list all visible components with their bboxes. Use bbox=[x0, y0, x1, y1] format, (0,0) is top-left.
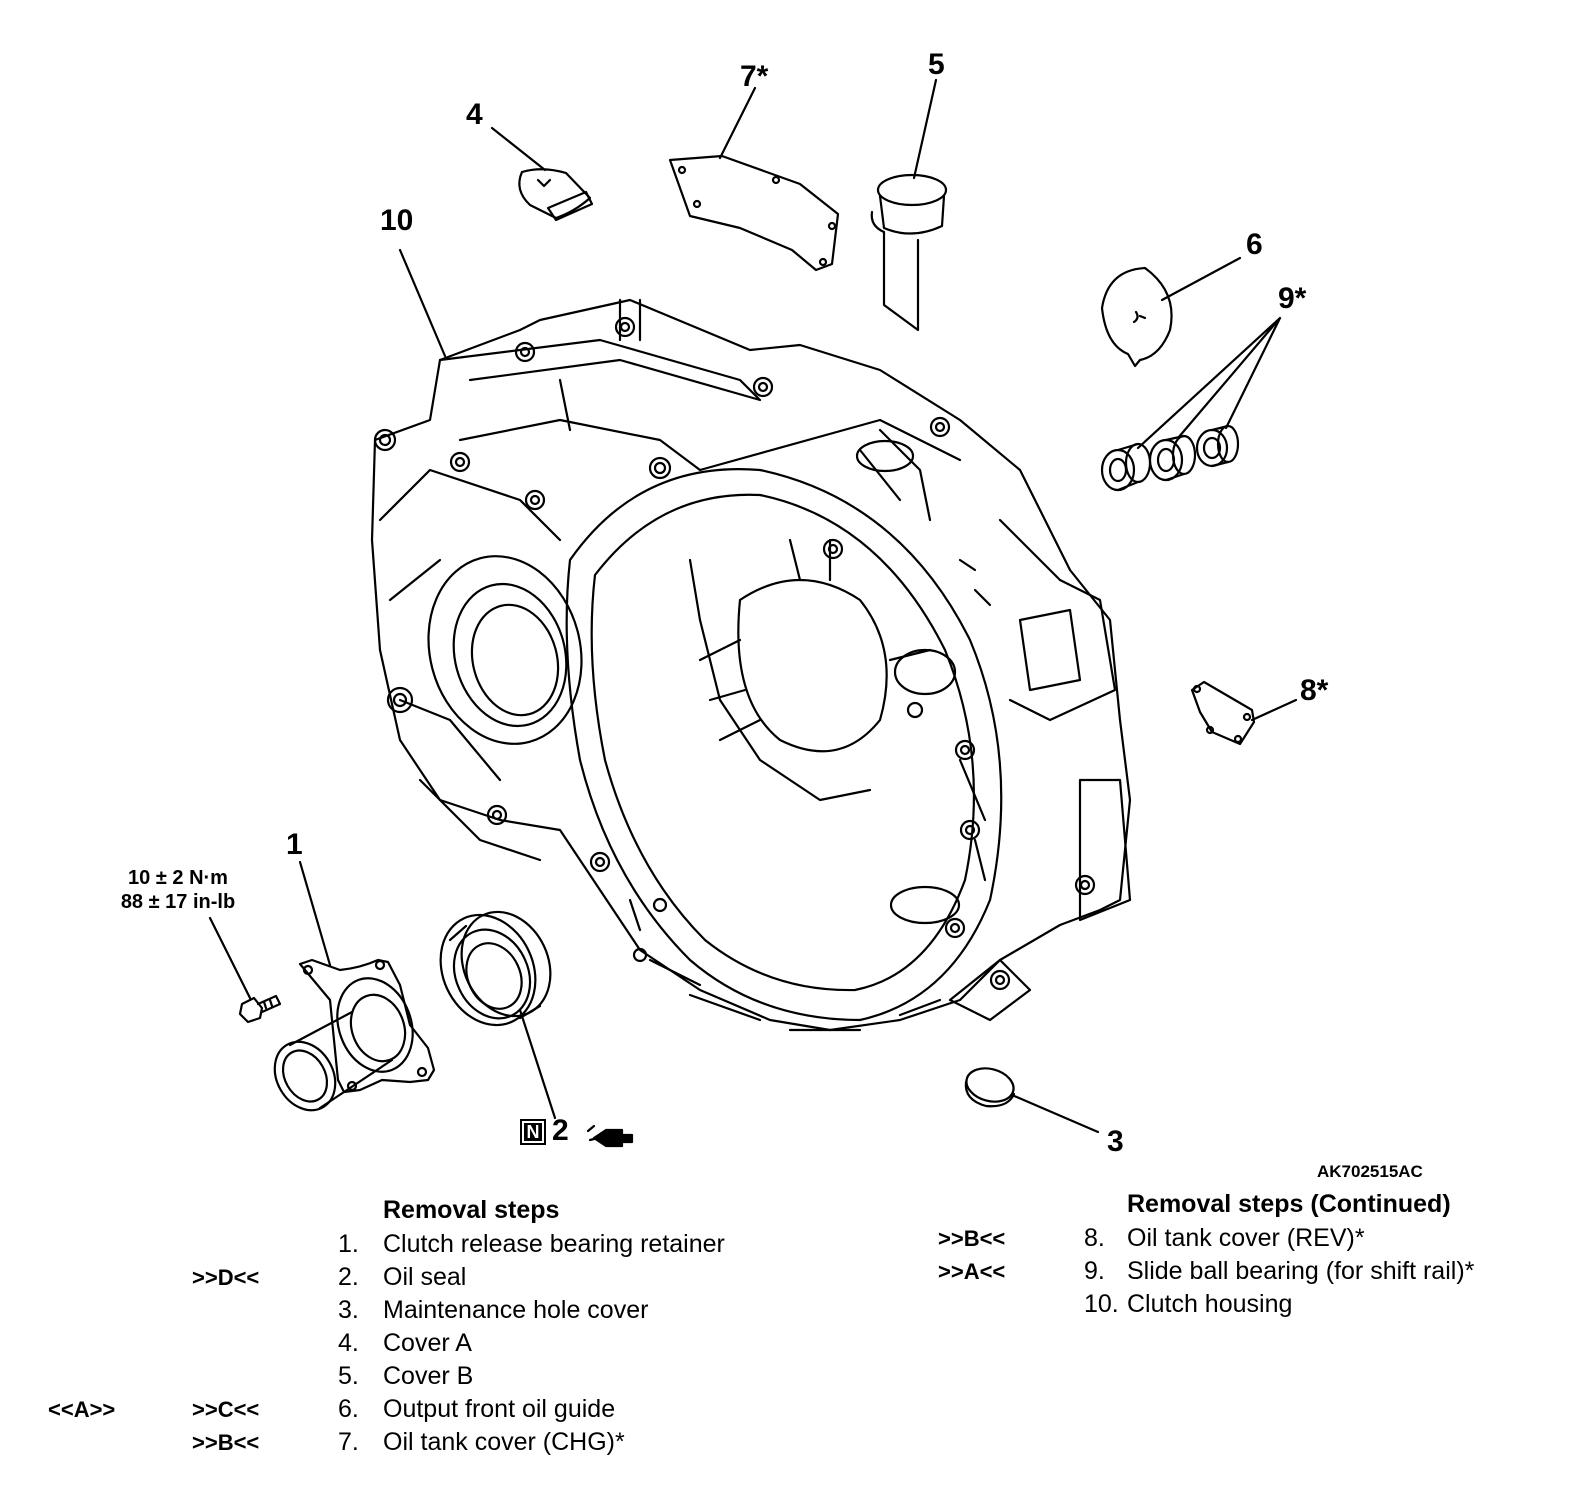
step-number: 9. bbox=[1084, 1257, 1105, 1285]
step-row: >>A<< 9. Slide ball bearing (for shift rai… bbox=[0, 1255, 1584, 1288]
step-row: 10. Clutch housing bbox=[0, 1288, 1584, 1321]
clutch-housing bbox=[370, 298, 1132, 1032]
step-text: Slide ball bearing (for shift rail)* bbox=[1127, 1257, 1475, 1285]
step-text: Clutch release bearing retainer bbox=[383, 1230, 725, 1258]
torque-metric: 10 ± 2 N·m bbox=[128, 867, 228, 889]
install-ref-code: >>B<< bbox=[192, 1430, 260, 1455]
step-number: 2. bbox=[338, 1263, 359, 1291]
step-number: 8. bbox=[1084, 1224, 1105, 1252]
step-number: 10. bbox=[1084, 1290, 1119, 1318]
step-text: Cover A bbox=[383, 1329, 472, 1357]
removal-ref-code: <<A>> bbox=[48, 1397, 116, 1422]
exploded-view-diagram bbox=[208, 78, 1298, 1148]
retainer-bolt bbox=[238, 994, 282, 1024]
clutch-release-bearing-retainer bbox=[273, 958, 436, 1112]
step-number: 6. bbox=[338, 1395, 359, 1423]
oil-seal bbox=[439, 910, 552, 1027]
torque-imperial: 88 ± 17 in-lb bbox=[120, 891, 236, 913]
step-text: Oil tank cover (REV)* bbox=[1127, 1224, 1365, 1252]
step-row: 5. Cover B bbox=[0, 1360, 800, 1393]
step-text: Cover B bbox=[383, 1362, 474, 1390]
slide-ball-bearings bbox=[1100, 424, 1240, 492]
step-row: 1. Clutch release bearing retainer bbox=[0, 1228, 800, 1261]
step-number: 3. bbox=[338, 1296, 359, 1324]
steps-right-heading: Removal steps (Continued) bbox=[1127, 1190, 1451, 1218]
step-row: >>B<< 8. Oil tank cover (REV)* bbox=[0, 1222, 1584, 1255]
cover-b bbox=[870, 173, 948, 332]
step-row: <<A>> >>C<< 6. Output front oil guide bbox=[0, 1393, 800, 1426]
step-text: Oil tank cover (CHG)* bbox=[383, 1428, 625, 1456]
step-text: Maintenance hole cover bbox=[383, 1296, 649, 1324]
install-ref-code: >>C<< bbox=[192, 1397, 260, 1422]
callout-2: 2 bbox=[552, 1114, 569, 1147]
step-text: Output front oil guide bbox=[383, 1395, 616, 1423]
callout-3: 3 bbox=[1107, 1125, 1124, 1158]
step-number: 5. bbox=[338, 1362, 359, 1390]
step-row: >>B<< 7. Oil tank cover (CHG)* bbox=[0, 1426, 800, 1459]
new-part-n-icon: N bbox=[520, 1119, 546, 1145]
step-row: >>D<< 2. Oil seal bbox=[0, 1261, 800, 1294]
callout-5: 5 bbox=[928, 48, 945, 81]
output-front-oil-guide bbox=[1100, 266, 1173, 368]
callout-7: 7* bbox=[740, 60, 769, 93]
grease-gun-icon bbox=[586, 1124, 634, 1148]
step-row: 3. Maintenance hole cover bbox=[0, 1294, 800, 1327]
step-row: 4. Cover A bbox=[0, 1327, 800, 1360]
callout-6: 6 bbox=[1246, 228, 1263, 261]
callout-8: 8* bbox=[1300, 674, 1329, 707]
oil-tank-cover-chg bbox=[668, 154, 840, 272]
step-text: Oil seal bbox=[383, 1263, 467, 1291]
maintenance-hole-cover bbox=[964, 1067, 1016, 1108]
torque-spec: 10 ± 2 N·m 88 ± 17 in-lb bbox=[98, 866, 258, 914]
callout-10: 10 bbox=[380, 204, 414, 237]
callout-1: 1 bbox=[286, 828, 303, 861]
step-number: 7. bbox=[338, 1428, 359, 1456]
step-number: 1. bbox=[338, 1230, 359, 1258]
install-ref-code: >>D<< bbox=[192, 1265, 260, 1290]
figure-id: AK702515AC bbox=[1317, 1162, 1423, 1181]
oil-tank-cover-rev bbox=[1190, 680, 1256, 746]
install-ref-code: >>A<< bbox=[938, 1259, 1006, 1284]
step-text: Clutch housing bbox=[1127, 1290, 1293, 1318]
steps-left-heading: Removal steps bbox=[383, 1196, 560, 1224]
install-ref-code: >>B<< bbox=[938, 1226, 1006, 1251]
step-number: 4. bbox=[338, 1329, 359, 1357]
callout-9: 9* bbox=[1278, 282, 1307, 315]
callout-4: 4 bbox=[466, 98, 483, 131]
cover-a bbox=[518, 168, 594, 222]
